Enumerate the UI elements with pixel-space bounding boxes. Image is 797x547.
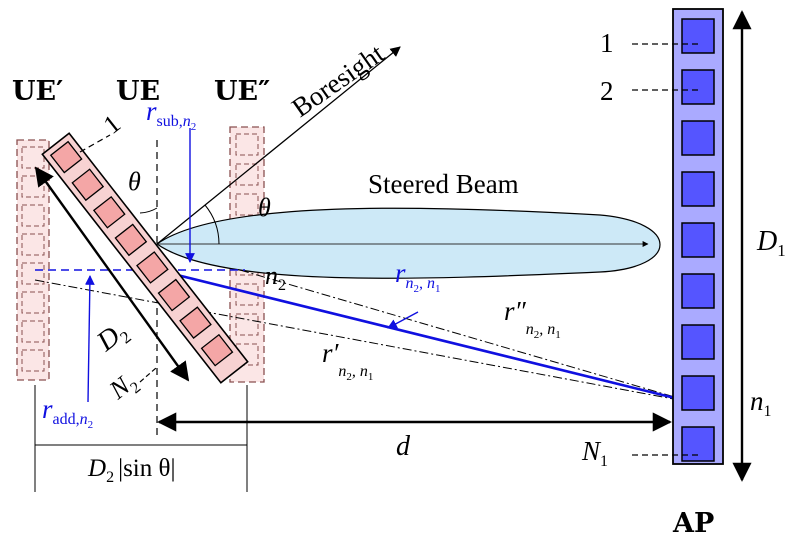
label-r-sub: rsub,n2: [146, 96, 196, 133]
label-r-prime: r′n2, n1: [322, 338, 373, 383]
label-ue-prime: UE′: [12, 76, 63, 107]
label-d1: D1: [756, 226, 786, 260]
label-r-double-prime: r″n2, n1: [504, 296, 561, 341]
label-ap-element-1: 1: [600, 28, 614, 58]
ue-element-N2-leader: [139, 367, 157, 383]
label-r-main: rn2, n1: [395, 258, 441, 295]
r-add-pointer: [84, 275, 95, 403]
label-ap: AP: [672, 508, 714, 539]
label-ue-element-n2: n2: [265, 261, 286, 294]
label-d2: D2: [90, 315, 134, 360]
label-r-add: radd,n2: [42, 394, 93, 431]
ap-array: [672, 8, 724, 465]
label-d2-sin-theta: D2|sin θ|: [87, 455, 175, 486]
label-steered-beam: Steered Beam: [368, 169, 519, 199]
theta-arc-left: [139, 207, 158, 214]
r-main-ray: [156, 268, 696, 405]
label-theta-right: θ: [258, 193, 271, 222]
label-ue-double-prime: UE″: [214, 76, 270, 107]
r-prime-ray: [34, 279, 696, 404]
label-ue-element-1: 1: [98, 109, 126, 140]
steered-beam: [155, 207, 661, 279]
label-boresight: Boresight: [286, 38, 390, 123]
label-ap-element-n1: n1: [750, 386, 772, 420]
d2-arrow: [34, 166, 190, 382]
ue-prime-ghost-array: [16, 139, 50, 381]
r-double-prime-ray: [239, 269, 696, 404]
label-ap-element-N1: N1: [581, 436, 608, 470]
label-ue-element-N2: N2: [103, 366, 144, 408]
label-d: d: [396, 431, 411, 462]
label-ue: UE: [116, 76, 160, 107]
theta-arc-right: [204, 204, 220, 245]
r-main-pointer: [387, 311, 419, 329]
ue-element-1-leader: [79, 134, 111, 153]
label-theta-left: θ: [128, 167, 141, 196]
boresight-arrow: [156, 46, 401, 245]
label-ap-element-2: 2: [600, 76, 614, 106]
